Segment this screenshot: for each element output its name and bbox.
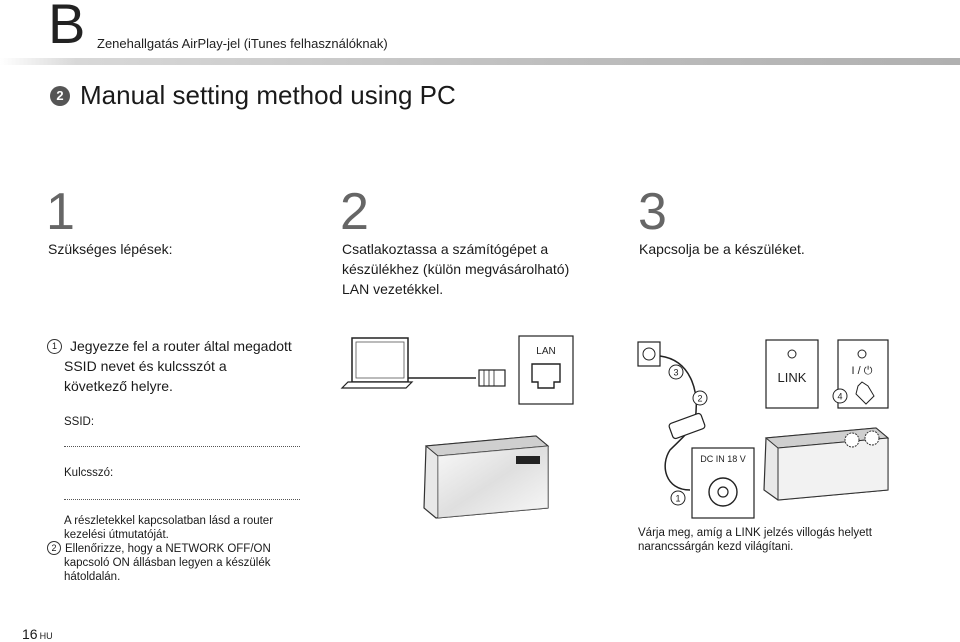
step-1-text: Szükséges lépések: xyxy=(48,241,173,257)
section-number-badge: 2 xyxy=(50,85,70,106)
step-3-text: Kapcsolja be a készüléket. xyxy=(639,241,805,257)
callout-4: 4 xyxy=(832,388,848,404)
pressing-hand-icon xyxy=(855,381,875,405)
power-adapter-icon xyxy=(668,412,706,440)
step-3-number: 3 xyxy=(638,183,667,241)
svg-text:2: 2 xyxy=(697,394,702,404)
footnote-router-manual: A részletekkel kapcsolatban lásd a route… xyxy=(64,515,274,541)
callout-marker-2: 2 xyxy=(47,541,61,555)
link-label: LINK xyxy=(778,370,807,385)
lan-port-label: LAN xyxy=(536,346,555,357)
lan-port-icon: LAN xyxy=(518,335,574,405)
header-divider xyxy=(0,58,960,65)
link-indicator-panel: LINK xyxy=(765,339,819,409)
speaker-illustration xyxy=(423,435,550,519)
laptop-icon xyxy=(340,337,414,389)
power-button-panel: I / ⏻ xyxy=(837,339,889,409)
step-2-number: 2 xyxy=(340,183,369,241)
key-label: Kulcsszó: xyxy=(64,467,114,479)
wall-outlet-icon xyxy=(637,341,661,367)
ssid-label: SSID: xyxy=(64,416,95,428)
svg-text:4: 4 xyxy=(837,392,842,402)
power-symbol-label: I / ⏻ xyxy=(852,365,873,377)
step-2-text: Csatlakoztassa a számítógépet a készülék… xyxy=(342,241,570,297)
dc-in-label: DC IN 18 V xyxy=(700,454,746,464)
section-title: Manual setting method using PC xyxy=(80,80,456,110)
callout-2: 2 xyxy=(692,390,708,406)
power-on-illustration: DC IN 18 V 3 2 1 LINK I / ⏻ 4 xyxy=(637,339,890,519)
section-title-row: 2 Manual setting method using PC xyxy=(50,80,456,111)
svg-text:1: 1 xyxy=(675,494,680,504)
lan-plug-icon xyxy=(478,369,506,387)
page-language: HU xyxy=(39,631,53,641)
callout-1: 1 xyxy=(670,490,686,506)
header-subtitle: Zenehallgatás AirPlay-jel (iTunes felhas… xyxy=(97,36,388,51)
speaker-illustration xyxy=(763,427,890,501)
svg-text:3: 3 xyxy=(673,368,678,378)
section-letter: B xyxy=(48,0,86,55)
callout-marker-1: 1 xyxy=(47,338,62,354)
step-1-number: 1 xyxy=(46,183,75,241)
footnote-link-indicator: Várja meg, amíg a LINK jelzés villogás h… xyxy=(638,527,872,553)
ssid-write-line xyxy=(64,446,300,447)
callout-3: 3 xyxy=(668,364,684,380)
lan-connection-illustration: LAN xyxy=(340,335,574,519)
key-write-line xyxy=(64,499,300,500)
dc-in-socket-icon: DC IN 18 V xyxy=(691,447,755,519)
